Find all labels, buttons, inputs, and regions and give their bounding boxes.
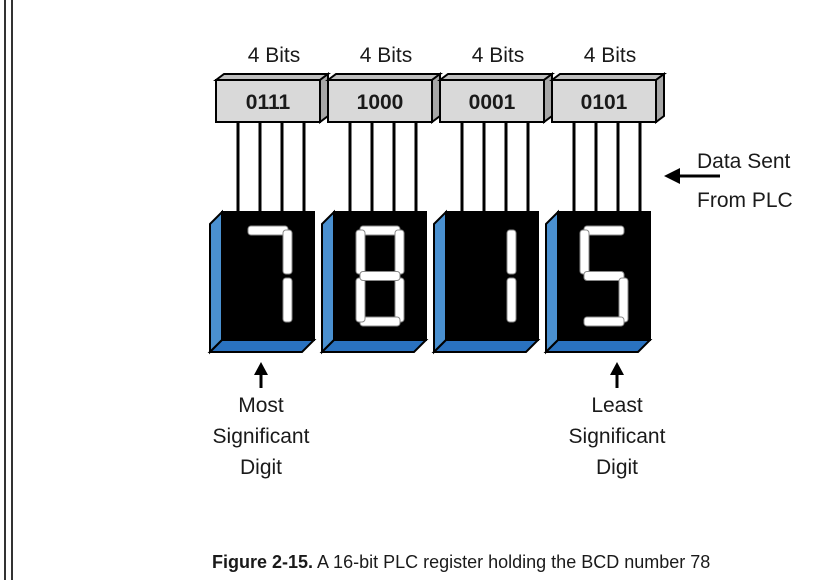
lsd-label-line1: Least: [591, 394, 643, 417]
bits-label: 4 Bits: [472, 44, 525, 67]
segment-a: [583, 225, 625, 236]
segment-f: [355, 229, 366, 275]
msd-label-line2: Significant: [213, 425, 310, 448]
bits-labels: 4 Bits 4 Bits 4 Bits 4 Bits: [248, 44, 637, 67]
register-value: 0001: [469, 91, 516, 114]
seven-segment-displays: [207, 209, 653, 355]
bits-label: 4 Bits: [360, 44, 413, 67]
register-box-side: [655, 72, 665, 124]
register-value: 0111: [246, 91, 291, 114]
data-sent-label-line2: From PLC: [697, 189, 793, 212]
register-box-side: [543, 72, 553, 124]
display-front-face: [445, 211, 539, 341]
segment-g: [583, 271, 625, 281]
data-sent-arrowhead: [664, 168, 680, 184]
segment-d: [583, 316, 625, 327]
figure-caption: Figure 2-15. A 16-bit PLC register holdi…: [212, 552, 710, 573]
register-box-side: [431, 72, 441, 124]
segment-a: [247, 225, 289, 236]
segment-c: [282, 277, 293, 323]
register-box: [439, 79, 545, 123]
lsd-label-line2: Significant: [569, 425, 666, 448]
register-box: [327, 79, 433, 123]
register-box: [215, 79, 321, 123]
display-bottom-face: [207, 339, 317, 353]
segment-c: [618, 277, 629, 323]
display-side-face: [209, 209, 223, 355]
lsd-arrowhead: [610, 362, 624, 375]
segment-b: [394, 229, 405, 275]
segment-b: [506, 229, 517, 275]
bits-label: 4 Bits: [584, 44, 637, 67]
display-side-face: [545, 209, 559, 355]
segment-d: [359, 316, 401, 327]
segment-a: [359, 225, 401, 236]
display-bottom-face: [319, 339, 429, 353]
segment-b: [282, 229, 293, 275]
margin-rule-right: [11, 0, 13, 580]
figure-caption-label: Figure 2-15.: [212, 552, 314, 572]
segment-c: [394, 277, 405, 323]
msd-arrowhead: [254, 362, 268, 375]
msd-label-line3: Digit: [240, 456, 282, 479]
data-wires: [236, 122, 642, 214]
display-side-face: [433, 209, 447, 355]
margin-rule-left: [4, 0, 6, 580]
register-value: 1000: [357, 91, 404, 114]
register-box: [551, 79, 657, 123]
register-boxes: 0111 1000 0001 0101: [213, 72, 667, 124]
display-bottom-face: [543, 339, 653, 353]
segment-c: [506, 277, 517, 323]
data-sent-label-line1: Data Sent: [697, 150, 791, 173]
register-box-side: [319, 72, 329, 124]
segment-f: [579, 229, 590, 275]
lsd-label-line3: Digit: [596, 456, 638, 479]
display-side-face: [321, 209, 335, 355]
bcd-register-diagram: 4 Bits 4 Bits 4 Bits 4 Bits 0111 1000 0001 010…: [207, 44, 793, 479]
segment-g: [359, 271, 401, 281]
msd-label-line1: Most: [238, 394, 284, 417]
display-bottom-face: [431, 339, 541, 353]
bits-label: 4 Bits: [248, 44, 301, 67]
register-value: 0101: [581, 91, 628, 114]
segment-e: [355, 277, 366, 323]
figure-caption-text: A 16-bit PLC register holding the BCD nu…: [317, 552, 711, 572]
